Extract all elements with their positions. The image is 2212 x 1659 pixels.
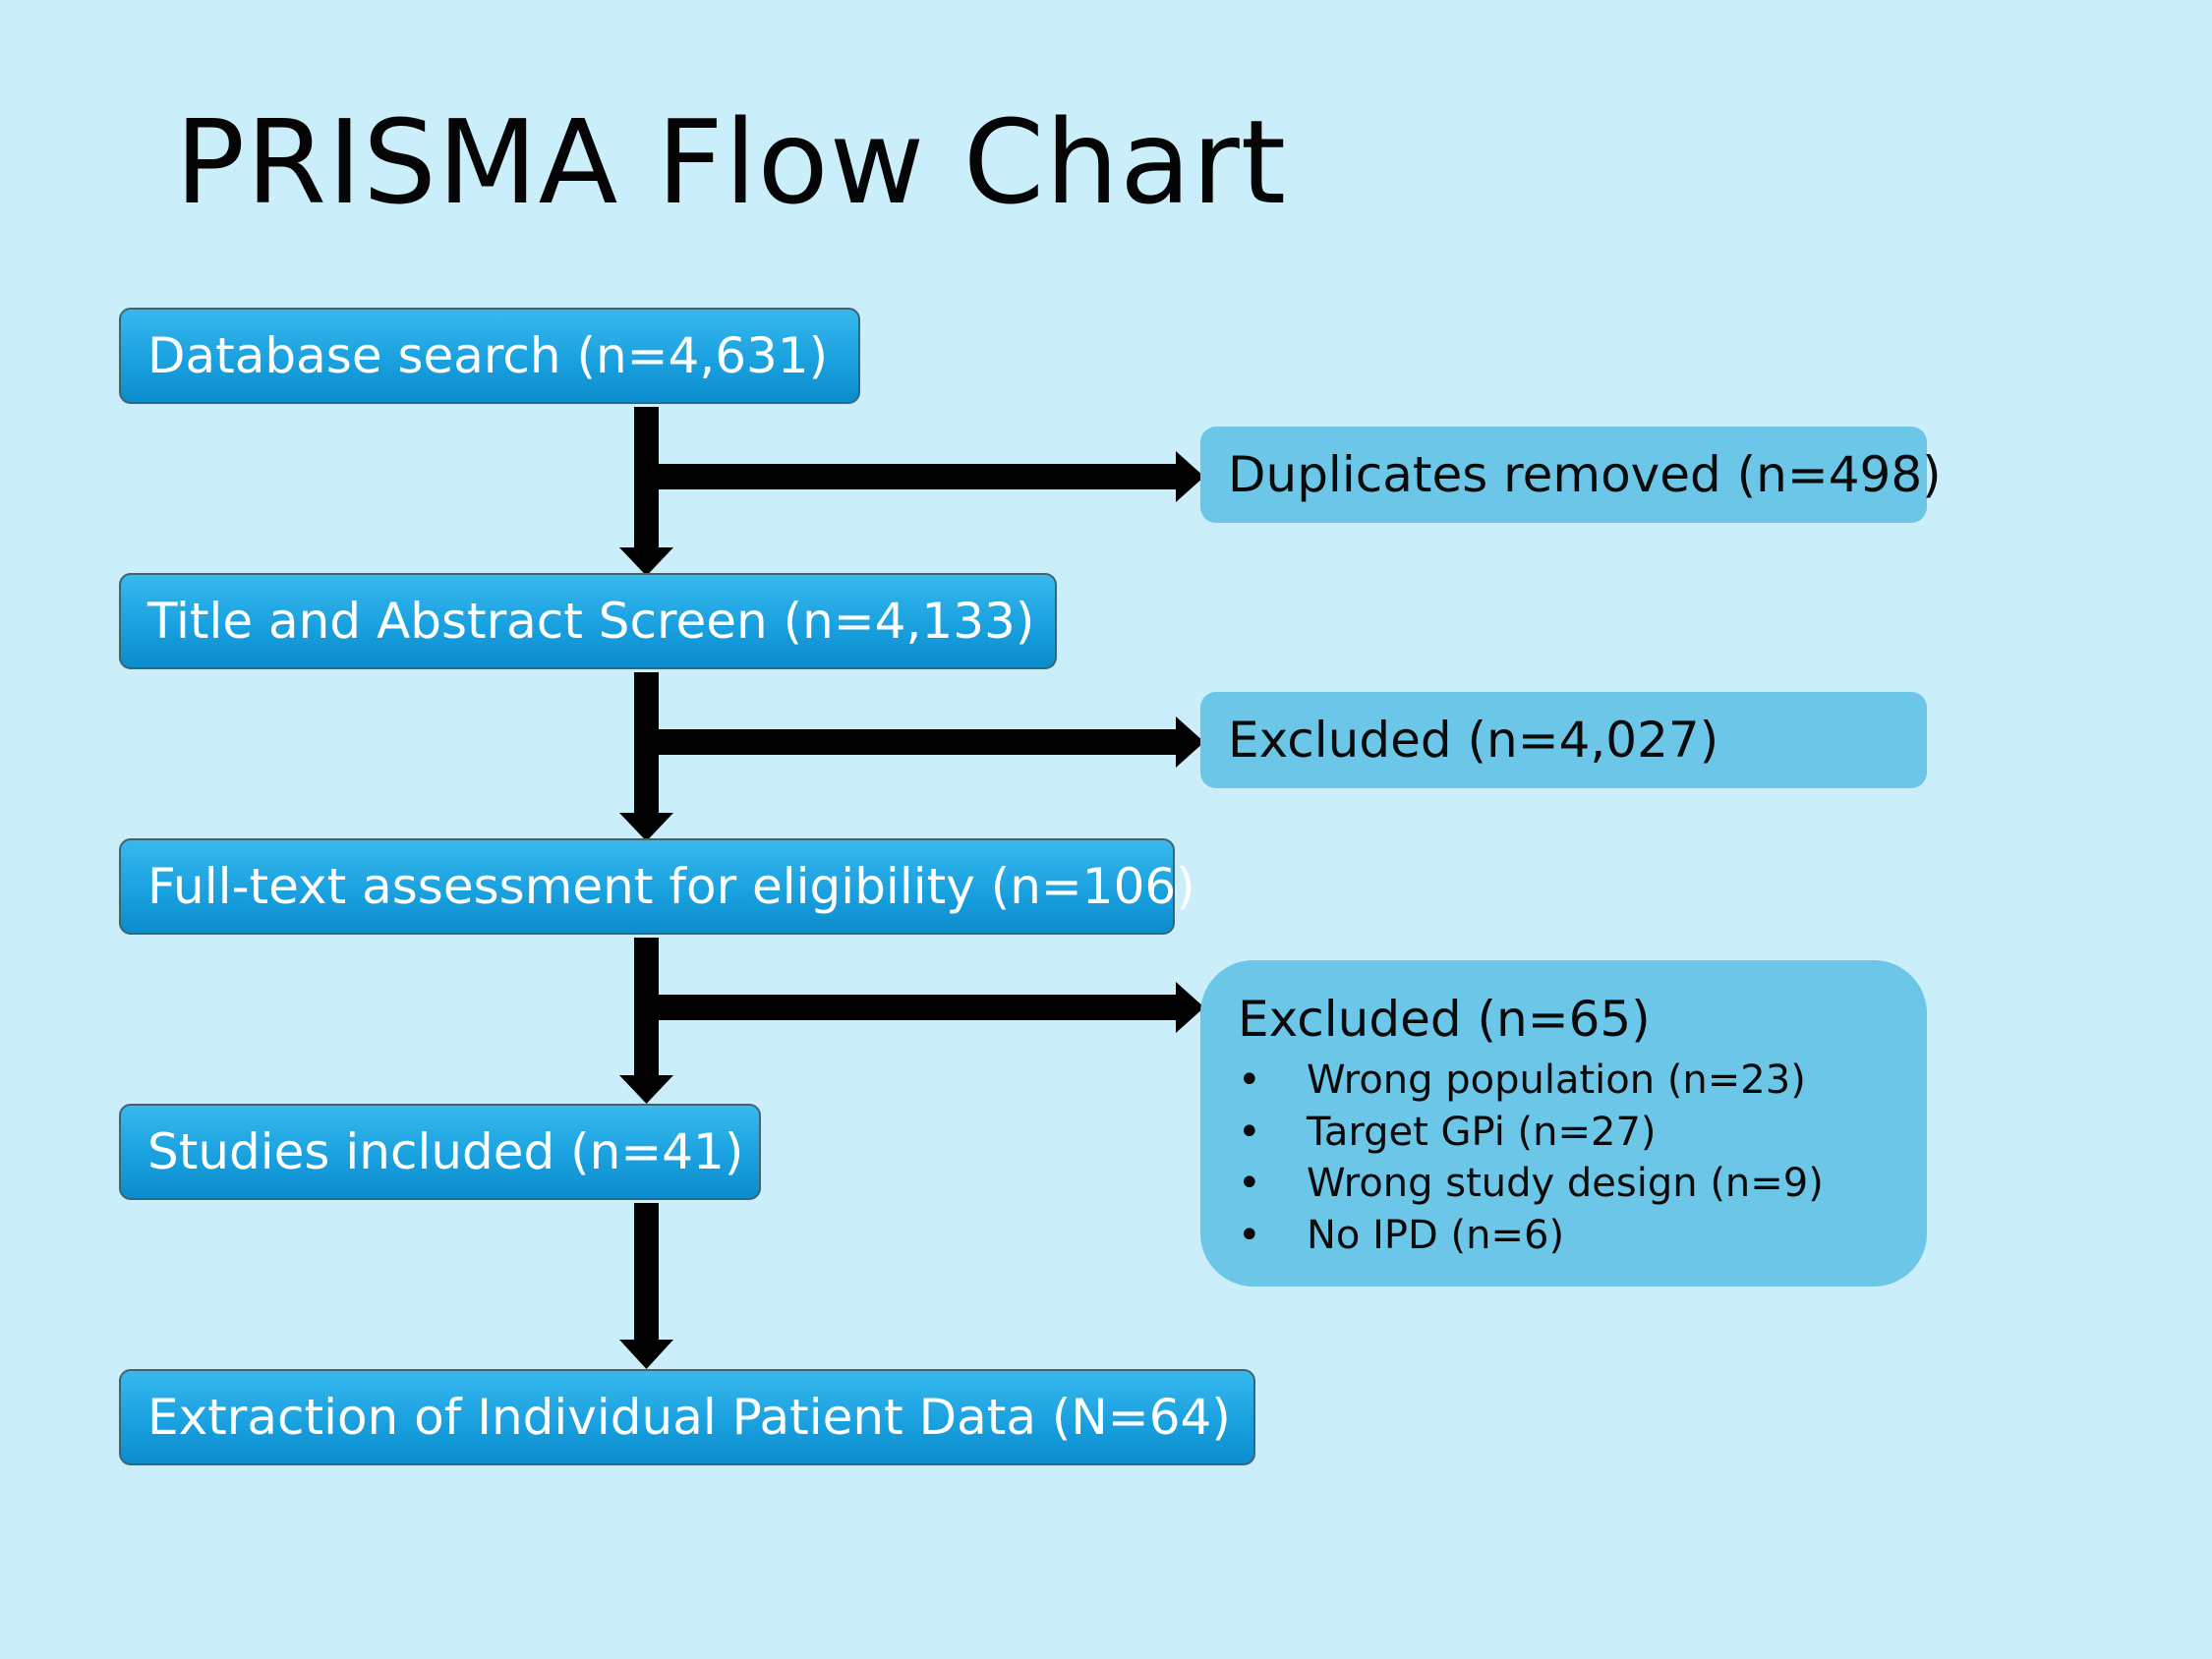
studies-included-label: Studies included (n=41) xyxy=(147,1123,744,1180)
duplicates-removed-label: Duplicates removed (n=498) xyxy=(1228,446,1942,503)
full-text-assessment-label: Full-text assessment for eligibility (n=… xyxy=(147,858,1195,915)
excluded-screening-label: Excluded (n=4,027) xyxy=(1228,712,1719,769)
excluded-screening-box: Excluded (n=4,027) xyxy=(1200,692,1927,788)
exclusion-reason-text: Target GPi (n=27) xyxy=(1307,1109,1657,1155)
right-arrowhead-3 xyxy=(1176,982,1204,1033)
exclusion-reason-item: • Wrong population (n=23) xyxy=(1238,1055,1927,1107)
down-arrowhead-3 xyxy=(619,1075,673,1104)
bullet-icon: • xyxy=(1238,1161,1261,1206)
bullet-icon: • xyxy=(1238,1058,1261,1103)
down-arrowhead-4 xyxy=(619,1340,673,1369)
branch-connector-3 xyxy=(659,995,1177,1020)
bullet-icon: • xyxy=(1238,1212,1261,1258)
vertical-connector-3 xyxy=(634,938,659,1075)
exclusion-reason-text: Wrong population (n=23) xyxy=(1307,1058,1806,1103)
exclusion-reason-text: No IPD (n=6) xyxy=(1307,1212,1565,1258)
exclusion-reasons-list: • Wrong population (n=23) • Target GPi (… xyxy=(1238,1055,1927,1261)
extraction-ipd-box: Extraction of Individual Patient Data (N… xyxy=(119,1369,1255,1465)
vertical-connector-2 xyxy=(634,672,659,813)
exclusion-reason-item: • Wrong study design (n=9) xyxy=(1238,1158,1927,1210)
database-search-label: Database search (n=4,631) xyxy=(147,327,829,384)
duplicates-removed-box: Duplicates removed (n=498) xyxy=(1200,427,1942,523)
branch-connector-2 xyxy=(659,729,1177,755)
full-text-assessment-box: Full-text assessment for eligibility (n=… xyxy=(119,838,1195,935)
down-arrowhead-2 xyxy=(619,813,673,841)
excluded-full-text-box: Excluded (n=65) • Wrong population (n=23… xyxy=(1200,960,1927,1287)
database-search-box: Database search (n=4,631) xyxy=(119,308,860,404)
right-arrowhead-2 xyxy=(1176,716,1204,768)
extraction-ipd-label: Extraction of Individual Patient Data (N… xyxy=(147,1389,1231,1446)
exclusion-reason-text: Wrong study design (n=9) xyxy=(1307,1161,1824,1206)
exclusion-reason-item: • No IPD (n=6) xyxy=(1238,1210,1927,1262)
studies-included-box: Studies included (n=41) xyxy=(119,1104,761,1200)
page-title: PRISMA Flow Chart xyxy=(175,94,1288,230)
branch-connector-1 xyxy=(659,464,1177,489)
exclusion-reason-item: • Target GPi (n=27) xyxy=(1238,1107,1927,1159)
title-abstract-screen-label: Title and Abstract Screen (n=4,133) xyxy=(147,593,1035,650)
down-arrowhead-1 xyxy=(619,547,673,576)
right-arrowhead-1 xyxy=(1176,451,1204,502)
vertical-connector-4 xyxy=(634,1203,659,1340)
bullet-icon: • xyxy=(1238,1109,1261,1155)
title-abstract-screen-box: Title and Abstract Screen (n=4,133) xyxy=(119,573,1057,669)
vertical-connector-1 xyxy=(634,407,659,547)
excluded-full-text-heading: Excluded (n=65) xyxy=(1238,991,1651,1048)
